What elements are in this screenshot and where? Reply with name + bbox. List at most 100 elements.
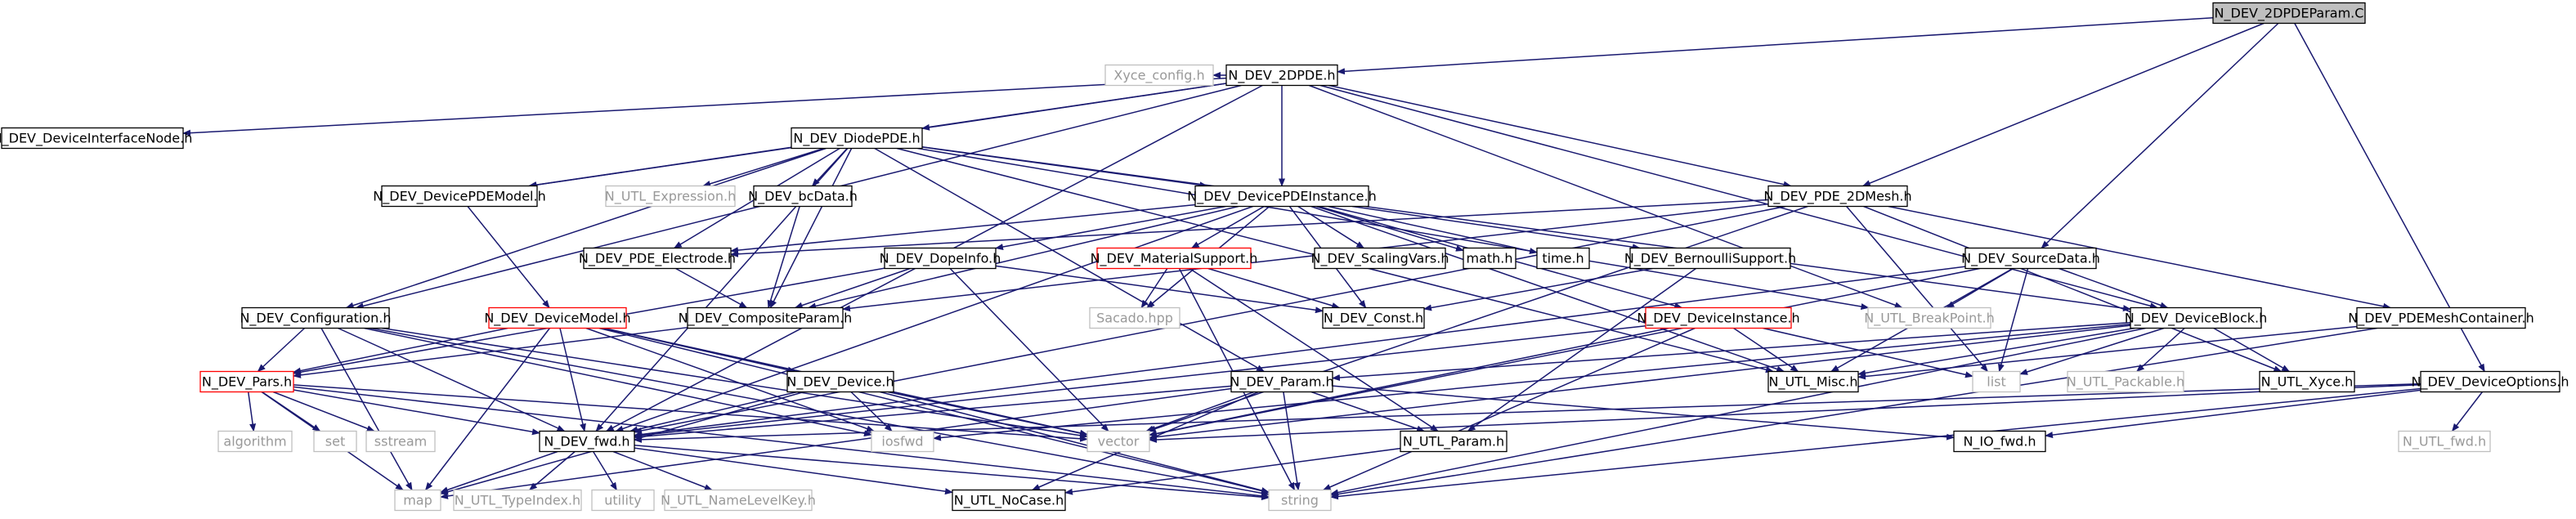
node-dev_configuration[interactable]: N_DEV_Configuration.h [240, 306, 392, 329]
node-label-dev_bcdata: N_DEV_bcData.h [748, 189, 858, 205]
node-label-dev_pde_electrode: N_DEV_PDE_Electrode.h [579, 251, 736, 267]
node-label-utl_param: N_UTL_Param.h [1403, 434, 1504, 450]
node-utl_misc[interactable]: N_UTL_Misc.h [1767, 370, 1859, 393]
edge-dev_param-to-string [1283, 391, 1301, 491]
edge-root-to-dev_pde_2dmesh [1861, 22, 2265, 187]
node-dev_fwd[interactable]: N_DEV_fwd.h [539, 430, 635, 453]
node-xyce_config[interactable]: Xyce_config.h [1104, 64, 1214, 87]
edge-dev_deviceoptions-to-string [1330, 387, 2421, 500]
node-dev_deviceinstance[interactable]: N_DEV_DeviceInstance.h [1637, 306, 1800, 329]
node-dev_compositeparam[interactable]: N_DEV_CompositeParam.h [679, 306, 853, 329]
edge-dev_devicepdeinstance-to-dev_materialsupport [1190, 205, 1265, 249]
node-box-dev_materialsupport [1096, 247, 1252, 270]
node-sacado[interactable]: Sacado.hpp [1089, 306, 1180, 329]
edge-dev_devicepdeinstance-to-time [1328, 205, 1538, 254]
node-dev_pde_2dmesh[interactable]: N_DEV_PDE_2DMesh.h [1763, 185, 1912, 208]
node-box-dev_sourcedata [1964, 247, 2097, 270]
node-label-dev_diodepde: N_DEV_DiodePDE.h [793, 131, 920, 147]
edge-dev_deviceinstance-to-string [1322, 327, 1696, 491]
node-dev_pdemeshcontainer[interactable]: N_DEV_PDEMeshContainer.h [2348, 306, 2534, 329]
node-utl_namelevelkey[interactable]: N_UTL_NameLevelKey.h [661, 489, 816, 512]
node-box-utility [591, 489, 655, 512]
node-box-utl_fwd [2398, 430, 2491, 453]
edge-dev_pars-to-algorithm [247, 391, 257, 432]
node-sstream[interactable]: sstream [365, 430, 436, 453]
node-dev_diodepde[interactable]: N_DEV_DiodePDE.h [791, 127, 923, 150]
node-dev_materialsupport[interactable]: N_DEV_MaterialSupport.h [1091, 247, 1258, 270]
node-box-vector [1086, 430, 1150, 453]
edge-dev_2dpde-to-dev_pde_2dmesh [1328, 84, 1792, 188]
node-dev_devicepdemodel[interactable]: N_DEV_DevicePDEModel.h [373, 185, 546, 208]
node-set[interactable]: set [313, 430, 357, 453]
node-dev_param[interactable]: N_DEV_Param.h [1230, 370, 1334, 393]
node-utl_packable[interactable]: N_UTL_Packable.h [2067, 370, 2184, 393]
node-root[interactable]: N_DEV_2DPDEParam.C [2212, 2, 2366, 25]
node-utl_breakpoint[interactable]: N_UTL_BreakPoint.h [1864, 306, 1995, 329]
node-utl_param[interactable]: N_UTL_Param.h [1400, 430, 1508, 453]
node-label-utl_misc: N_UTL_Misc.h [1769, 374, 1858, 391]
edge-dev_device-to-vector [888, 391, 1088, 436]
node-utl_expression[interactable]: N_UTL_Expression.h [605, 185, 736, 208]
node-time[interactable]: time.h [1536, 247, 1590, 270]
node-dev_2dpde[interactable]: N_DEV_2DPDE.h [1225, 64, 1338, 87]
node-utl_xyce[interactable]: N_UTL_Xyce.h [2259, 370, 2355, 393]
edge-dev_bernoullisupport-to-dev_const [1423, 267, 1653, 311]
node-dev_deviceblock[interactable]: N_DEV_DeviceBlock.h [2125, 306, 2268, 329]
node-label-dev_pdemeshcontainer: N_DEV_PDEMeshContainer.h [2348, 311, 2534, 327]
node-map[interactable]: map [394, 489, 441, 512]
edge-dev_pdemeshcontainer-to-string [1330, 327, 2377, 498]
edge-dev_fwd-to-utl_namelevelkey [612, 450, 713, 491]
node-dev_scalingvars[interactable]: N_DEV_ScalingVars.h [1311, 247, 1449, 270]
node-dev_const[interactable]: N_DEV_Const.h [1322, 306, 1425, 329]
node-string[interactable]: string [1268, 489, 1332, 512]
node-dev_bcdata[interactable]: N_DEV_bcData.h [748, 185, 858, 208]
node-vector[interactable]: vector [1086, 430, 1150, 453]
node-utl_typeindex[interactable]: N_UTL_TypeIndex.h [453, 489, 582, 512]
node-label-utl_nocase: N_UTL_NoCase.h [954, 493, 1064, 509]
node-utility[interactable]: utility [591, 489, 655, 512]
node-math[interactable]: math.h [1463, 247, 1516, 270]
edge-dev_bernoullisupport-to-utl_param [1467, 267, 1696, 432]
node-dev_devinterfacenode[interactable]: N_DEV_DeviceInterfaceNode.h [0, 127, 192, 150]
edge-dev_diodepde-to-dev_deviceblock [921, 146, 2131, 312]
node-box-dev_param [1230, 370, 1333, 393]
node-box-utl_xyce [2259, 370, 2355, 393]
node-list[interactable]: list [1972, 370, 2021, 393]
node-dev_pars[interactable]: N_DEV_Pars.h [199, 370, 294, 393]
node-box-dev_devicemodel [488, 306, 627, 329]
node-io_fwd[interactable]: N_IO_fwd.h [1953, 430, 2046, 453]
edge-utl_param-to-utl_nocase [1064, 447, 1401, 495]
node-label-sstream: sstream [374, 434, 427, 450]
node-label-dev_scalingvars: N_DEV_ScalingVars.h [1311, 251, 1449, 267]
edge-dev_sourcedata-to-list [1998, 268, 2029, 373]
node-box-xyce_config [1104, 64, 1214, 87]
node-label-dev_deviceinstance: N_DEV_DeviceInstance.h [1637, 311, 1799, 327]
node-label-math: math.h [1466, 251, 1512, 266]
edge-dev_param-to-map [440, 387, 1232, 499]
edge-dev_devicepdeinstance-to-dev_bernoullisupport [1352, 205, 1641, 251]
node-dev_device[interactable]: N_DEV_Device.h [786, 370, 894, 393]
edge-dev_deviceoptions-to-dev_fwd [634, 383, 2421, 443]
node-utl_nocase[interactable]: N_UTL_NoCase.h [952, 489, 1066, 512]
node-algorithm[interactable]: algorithm [217, 430, 293, 453]
node-dev_devicepdeinstance[interactable]: N_DEV_DevicePDEInstance.h [1187, 185, 1377, 208]
edge-dev_deviceblock-to-dev_param [1332, 321, 2131, 382]
node-dev_sourcedata[interactable]: N_DEV_SourceData.h [1961, 247, 2100, 270]
node-iosfwd[interactable]: iosfwd [871, 430, 934, 453]
node-box-dev_deviceoptions [2420, 370, 2560, 393]
node-label-dev_devicepdemodel: N_DEV_DevicePDEModel.h [373, 189, 545, 205]
node-box-utl_breakpoint [1867, 306, 1991, 329]
node-dev_pde_electrode[interactable]: N_DEV_PDE_Electrode.h [579, 247, 736, 270]
node-dev_dopeinfo[interactable]: N_DEV_DopeInfo.h [880, 247, 1001, 270]
node-dev_bernoullisupport[interactable]: N_DEV_BernoulliSupport.h [1624, 247, 1796, 270]
node-label-vector: vector [1098, 434, 1140, 450]
node-utl_fwd[interactable]: N_UTL_fwd.h [2398, 430, 2491, 453]
edge-dev_diodepde-to-dev_param [874, 147, 1266, 373]
node-dev_deviceoptions[interactable]: N_DEV_DeviceOptions.h [2411, 370, 2569, 393]
node-label-dev_param: N_DEV_Param.h [1230, 374, 1333, 391]
node-label-dev_pde_2dmesh: N_DEV_PDE_2DMesh.h [1763, 189, 1911, 205]
node-dev_devicemodel[interactable]: N_DEV_DeviceModel.h [484, 306, 631, 329]
edge-dev_param-to-dev_fwd [634, 385, 1232, 441]
node-box-map [394, 489, 441, 512]
edge-dev_configuration-to-dev_pars [257, 327, 306, 373]
